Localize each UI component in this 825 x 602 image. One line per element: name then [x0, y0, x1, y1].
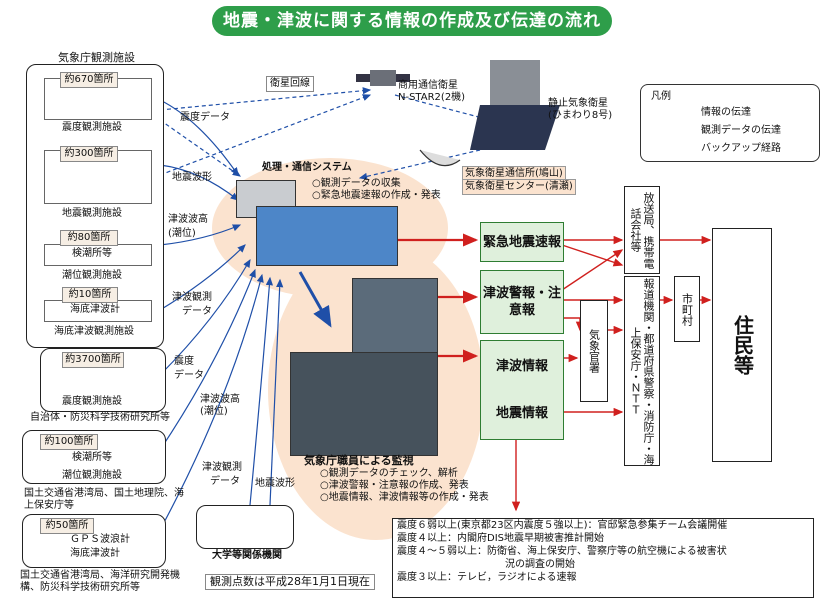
jma-facilities-label: 気象庁観測施設: [58, 51, 135, 64]
note-line: 震度６弱以上(東京都23区内震度５強以上)：官邸緊急参集チーム会議開催: [397, 520, 728, 531]
note-line: 況の調査の開始: [505, 559, 575, 570]
count-badge: 約3700箇所: [62, 352, 124, 368]
jma-offices-box: 気象官署: [580, 300, 608, 402]
facility-label: 震度観測施設: [62, 122, 122, 133]
facility-label: 地震観測施設: [62, 208, 122, 219]
monitor-title: 気象庁職員による監視: [304, 454, 414, 467]
note-line: 震度３以上：テレビ，ラジオによる速報: [397, 572, 577, 583]
agencies-box: 報道機関・都道府県警察・消防庁・海上保安庁・ＮＴＴ: [624, 276, 660, 466]
edge-label: (潮位): [200, 406, 228, 417]
edge-label: 地震波形: [255, 478, 295, 489]
count-badge: 約300箇所: [60, 146, 118, 162]
tsunami-info-label: 津波情報: [495, 359, 548, 374]
monitor-item: ○津波警報・注意報の作成、発表: [320, 480, 469, 491]
seismic-response-notes: 震度６弱以上(東京都23区内震度５強以上)：官邸緊急参集チーム会議開催 震度４以…: [392, 518, 814, 598]
system-monitor-image: [256, 206, 398, 266]
count-badge: 約670箇所: [60, 72, 118, 88]
weather-satellite-icon: [470, 60, 560, 150]
broadcast-box: 放送局、携帯電話会社等: [624, 186, 660, 274]
satellite-dish-icon: [419, 149, 461, 167]
inner-label: 検潮所等: [72, 452, 112, 463]
page-title: 地震・津波に関する情報の作成及び伝達の流れ: [212, 6, 612, 36]
legend-backup: バックアップ経路: [701, 143, 781, 154]
satellite-line-label: 衛星回線: [266, 76, 314, 92]
edge-label: 津波波高: [168, 214, 208, 225]
edge-label: 津波観測: [202, 462, 242, 473]
info-box: 津波情報 地震情報: [480, 340, 564, 440]
comm-satellite-sublabel: N-STAR2(2機): [398, 92, 466, 103]
ground-station-2: 気象衛星センター(清瀬): [462, 179, 576, 195]
university-label: 大学等関係機関: [212, 550, 282, 561]
observation-count-note: 観測点数は平成28年1月1日現在: [205, 574, 375, 590]
edge-label: 津波波高: [200, 394, 240, 405]
group-caption: 国土交通省港湾局、海洋研究開発機構、防災科学技術研究所等: [20, 570, 180, 593]
edge-label: データ: [210, 476, 240, 487]
legend: 凡例 情報の伝達 観測データの伝達 バックアップ経路: [640, 84, 820, 162]
eq-info-label: 地震情報: [495, 406, 548, 421]
ground-station-1: 気象衛星通信所(鳩山): [462, 166, 566, 182]
weather-satellite-label: 静止気象衛星: [548, 98, 608, 109]
comm-satellite-icon: [356, 70, 410, 86]
eew-box: 緊急地震速報: [480, 222, 564, 262]
system-item: ○観測データの収集: [312, 178, 401, 189]
university-box: [196, 505, 294, 549]
count-badge: 約80箇所: [60, 230, 118, 246]
inner-label: 検潮所等: [72, 248, 112, 259]
inner-label: 海底津波計: [70, 548, 120, 559]
edge-label: 津波観測: [172, 292, 212, 303]
group-caption: 自治体・防災科学技術研究所等: [30, 412, 170, 423]
legend-data: 観測データの伝達: [701, 125, 781, 136]
facility-label: 海底津波観測施設: [54, 326, 134, 337]
monitor-item: ○観測データのチェック、解析: [320, 468, 458, 479]
edge-label: データ: [174, 370, 204, 381]
count-badge: 約100箇所: [40, 434, 98, 450]
edge-label: 震度: [174, 356, 194, 367]
note-line: 震度４～５弱以上：防衛省、海上保安庁、警察庁等の航空機による被害状: [397, 546, 727, 557]
count-badge: 約50箇所: [40, 518, 94, 534]
group-caption: 国土交通省港湾局、国土地理院、海上保安庁等: [24, 488, 184, 511]
edge-label: 地震波形: [172, 172, 212, 183]
edge-label: 震度データ: [180, 112, 230, 123]
edge-label: (潮位): [168, 228, 196, 239]
legend-title: 凡例: [651, 91, 671, 102]
facility-label: 震度観測施設: [62, 396, 122, 407]
municipality-box: 市町村: [674, 276, 700, 342]
weather-satellite-sublabel: (ひまわり8号): [548, 110, 613, 121]
control-room-photo: [290, 352, 438, 456]
facility-label: 潮位観測施設: [62, 470, 122, 481]
facility-label: 潮位観測施設: [62, 270, 122, 281]
system-title: 処理・通信システム: [262, 162, 352, 173]
inner-label: ＧＰＳ波浪計: [70, 534, 130, 545]
system-item: ○緊急地震速報の作成・発表: [312, 190, 441, 201]
residents-box: 住民等: [712, 228, 772, 462]
inner-label: 海底津波計: [70, 304, 120, 315]
edge-label: データ: [182, 306, 212, 317]
monitor-item: ○地震情報、津波情報等の作成・発表: [320, 492, 489, 503]
note-line: 震度４以上：内閣府DIS地震早期被害推計開始: [397, 533, 604, 544]
comm-satellite-label: 商用通信衛星: [398, 80, 458, 91]
count-badge: 約10箇所: [62, 287, 118, 303]
legend-info: 情報の伝達: [701, 107, 751, 118]
tsunami-warning-box: 津波警報・注意報: [480, 270, 564, 334]
